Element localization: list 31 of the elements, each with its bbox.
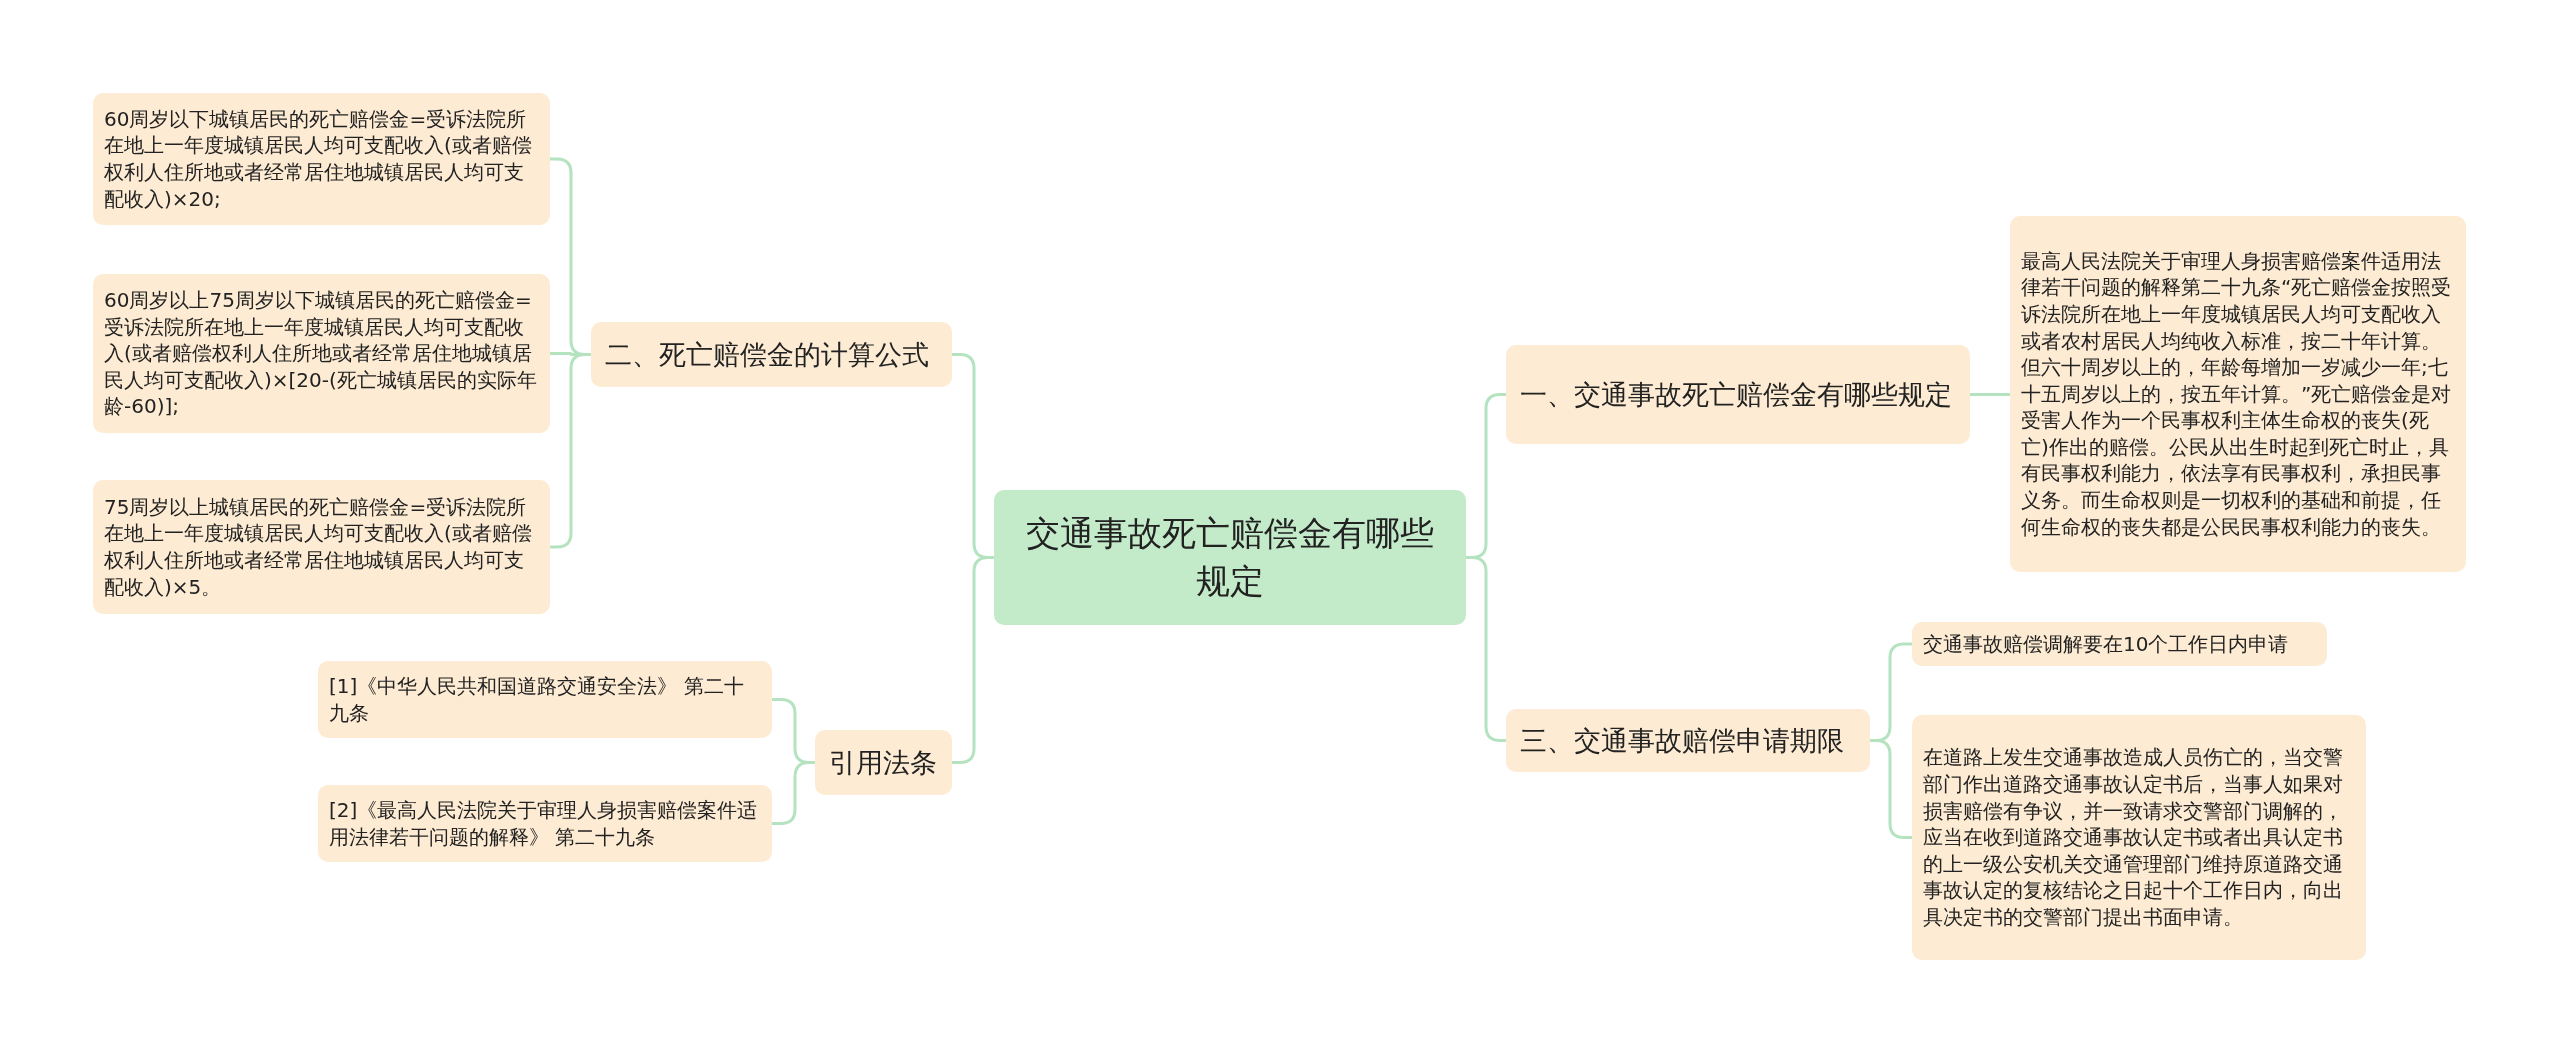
topic-box [591,322,952,387]
root-topic-box [994,490,1466,625]
note-box [2010,216,2466,572]
note-box [318,785,772,862]
topic-text: 最高人民法院关于审理人身损害赔偿案件适用法律若干问题的解释第二十九条“死亡赔偿金按照受诉法院所在地上一年度城镇居民人均可支配收入或者农村居民人均纯收入标准，按二十年计算。但六十周岁以上的，年龄每增加一岁减少一年;七十五周岁以上的，按五年计算。”死亡赔偿金是对受害人作为一个民事权利主体生命权的丧失(死亡)作出的赔偿。公民从出生时起到死亡时止，具有民事权利能力，依法享有民事权利，承担民事义务。而生命权则是一切权利的基础和前提，任何生命权的丧失都是公民民事权利能力的丧失。 [2021,247,2453,541]
topic-text: 一、交通事故死亡赔偿金有哪些规定 [1520,377,1952,412]
connector-line [952,556,994,764]
connector-line [1970,393,2010,396]
topic-text: 75周岁以上城镇居民的死亡赔偿金=受诉法院所在地上一年度城镇居民人均可支配收入(或者赔偿权利人住所地或者经常居住地城镇居民人均可支配收入)×5。 [104,493,533,601]
topic-box [1506,709,1870,772]
topic-text: 60周岁以上75周岁以下城镇居民的死亡赔偿金=受诉法院所在地上一年度城镇居民人均可支配收入(或者赔偿权利人住所地或者经常居住地城镇居民人均可支配收入)×[20-(死亡城镇居民的实际年龄-60)]; [104,287,538,420]
topic-text: 三、交通事故赔偿申请期限 [1520,723,1844,758]
topic-text: 交通事故死亡赔偿金有哪些规定 [1025,511,1435,603]
topic-text: [2]《最高人民法院关于审理人身损害赔偿案件适用法律若干问题的解释》 第二十九条 [329,796,759,851]
topic-text: 二、死亡赔偿金的计算公式 [605,337,929,372]
note-box [1912,622,2327,666]
note-box [93,93,550,225]
note-box [318,661,772,738]
note-box [93,480,550,614]
connector-line [1870,739,1912,839]
topic-box [1506,345,1970,444]
note-box [93,274,550,433]
topic-text: 交通事故赔偿调解要在10个工作日内申请 [1923,630,2289,658]
topic-box [815,730,952,795]
topic-text: 引用法条 [829,745,937,780]
topic-text: 60周岁以下城镇居民的死亡赔偿金=受诉法院所在地上一年度城镇居民人均可支配收入(或者赔偿权利人住所地或者经常居住地城镇居民人均可支配收入)×20; [104,105,533,213]
note-box [1912,715,2366,960]
topic-text: [1]《中华人民共和国道路交通安全法》 第二十九条 [329,672,745,727]
connector-line [1466,556,1506,742]
connector-line [550,353,591,549]
topic-text: 在道路上发生交通事故造成人员伤亡的，当交警部门作出道路交通事故认定书后，当事人如果对损害赔偿有争议，并一致请求交警部门调解的，应当在收到道路交通事故认定书或者出具认定书的上一级公安机关交通管理部门维持原道路交通事故认定的复核结论之日起十个工作日内，向出具决定书的交警部门提出书面申请。 [1923,744,2344,931]
